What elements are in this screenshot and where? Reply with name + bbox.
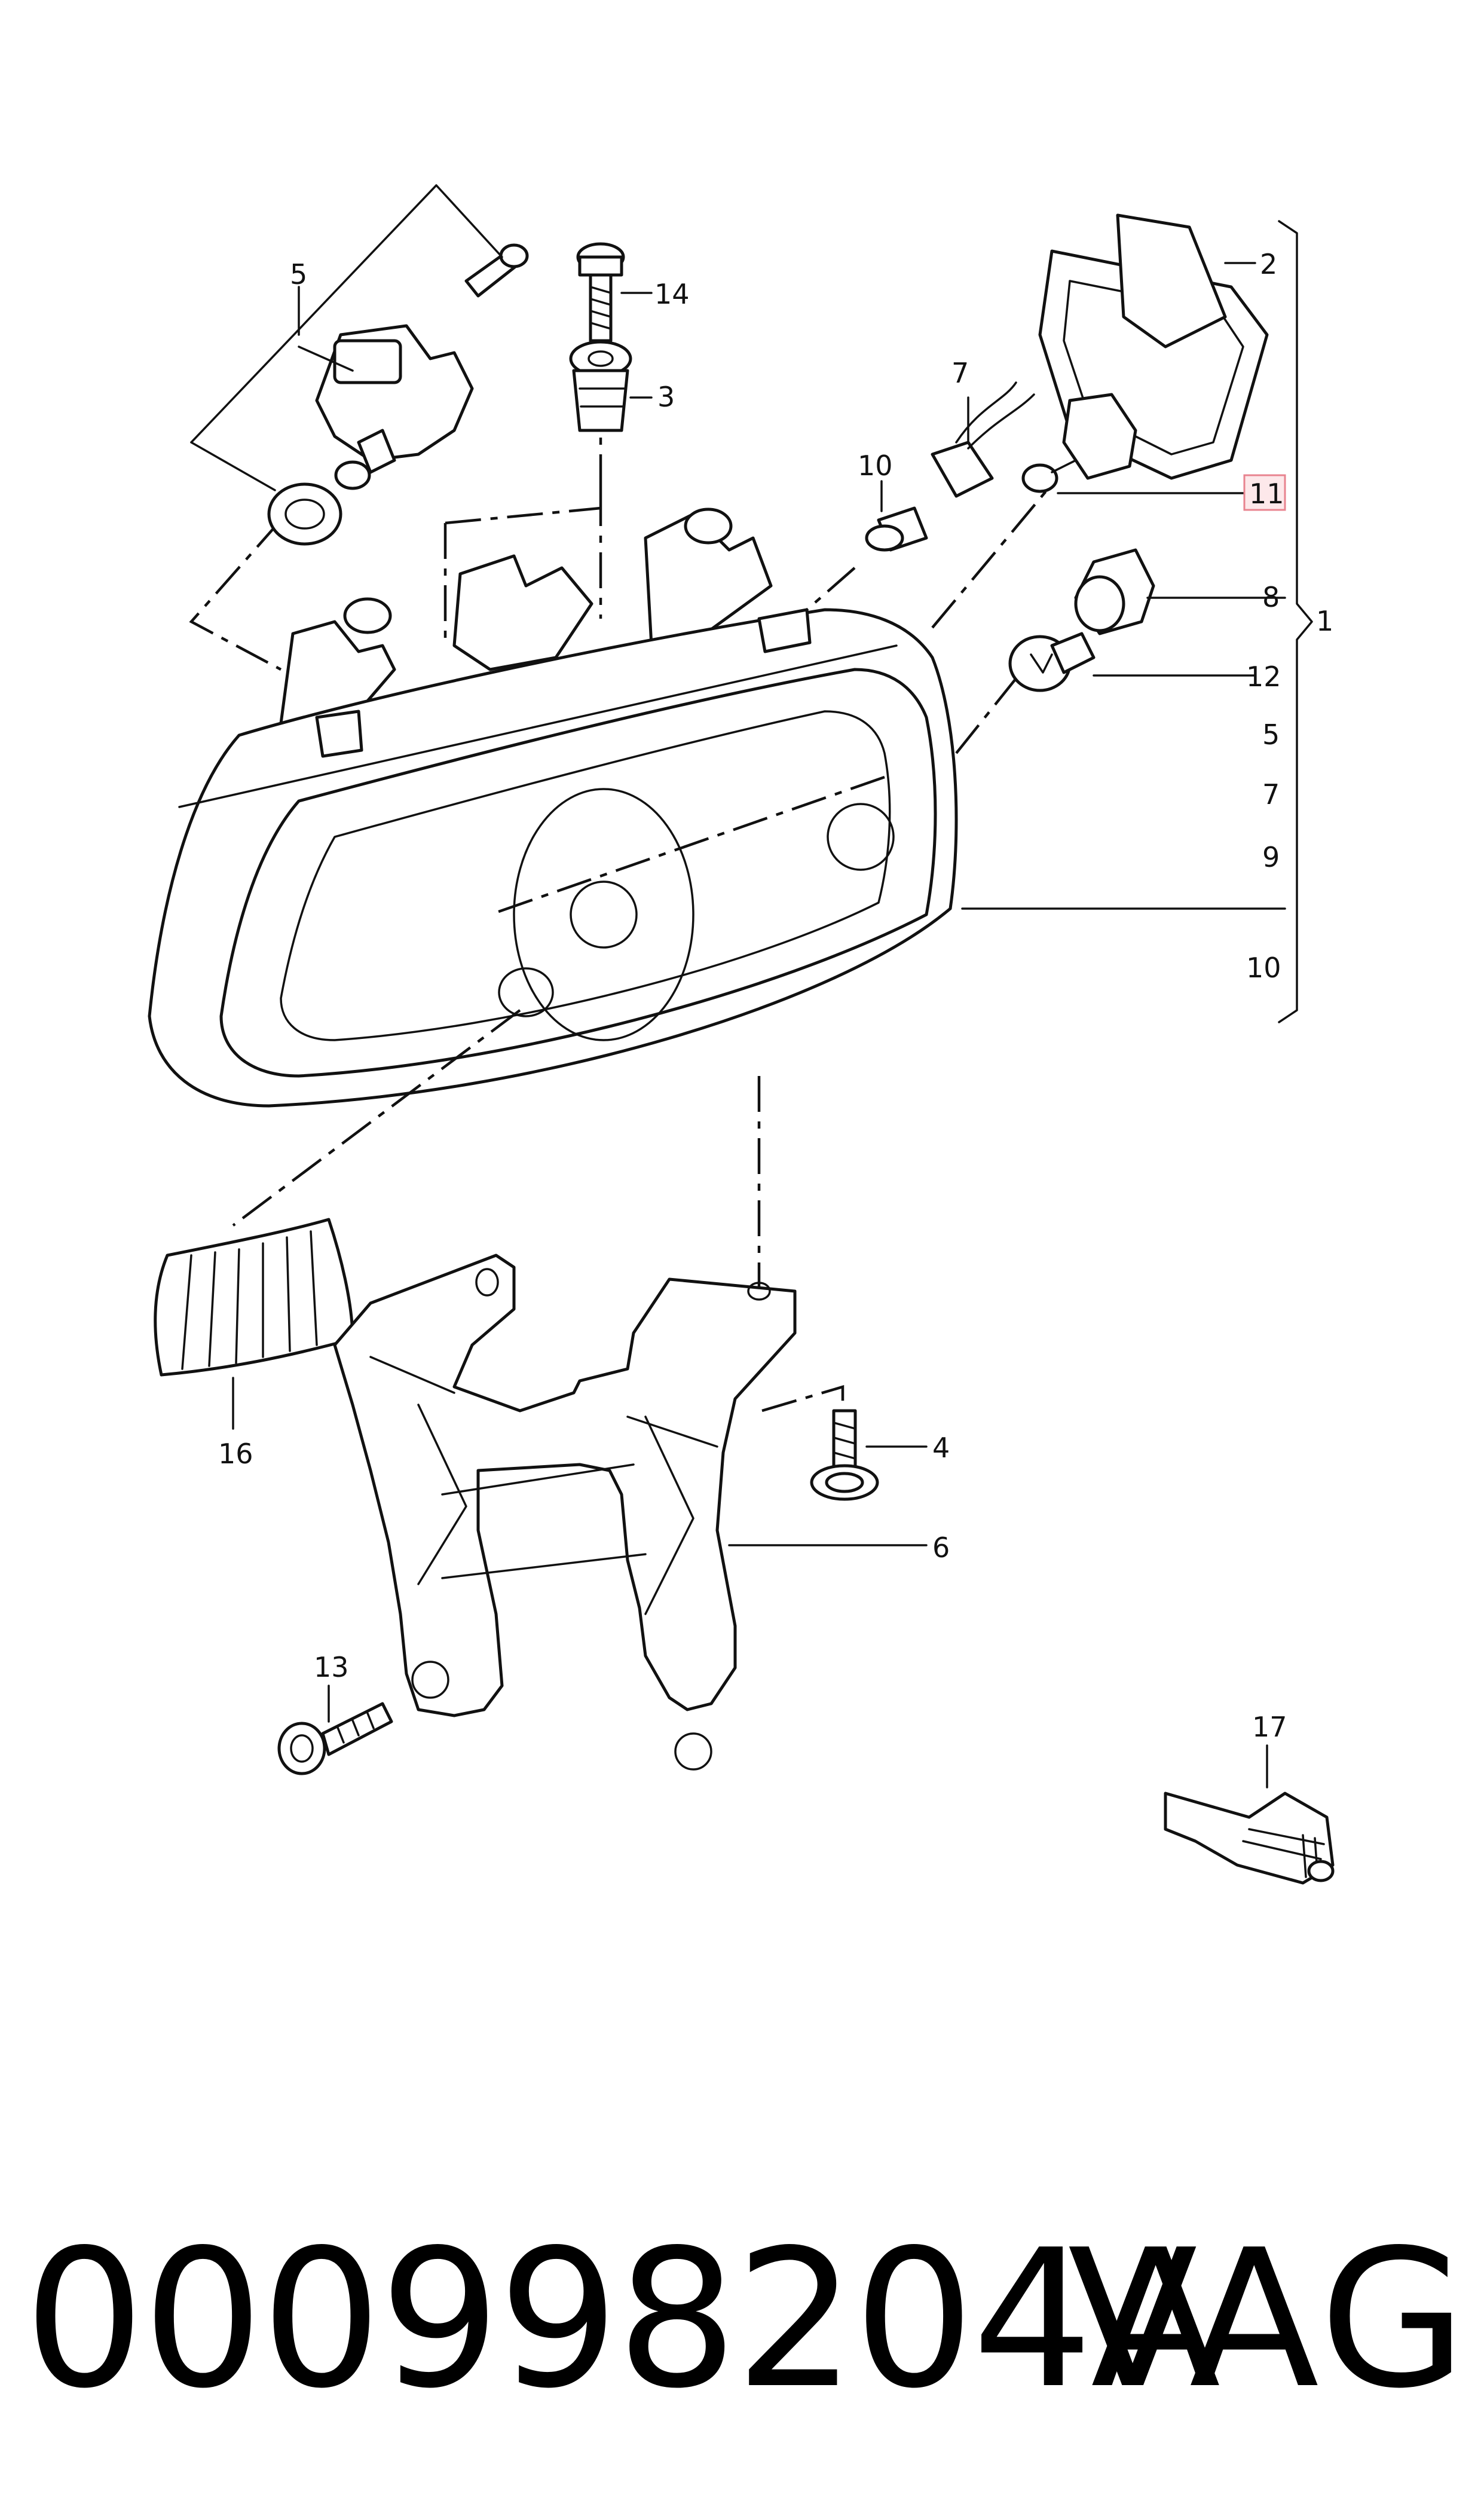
indicator-lens-16[interactable] (154, 1218, 354, 1430)
brand-name: VAG (1067, 2209, 1470, 2430)
bulb-12[interactable] (1008, 632, 1256, 692)
bulb-10[interactable] (865, 480, 928, 552)
callout-5: 5 (290, 258, 307, 291)
callout-2: 2 (1260, 248, 1277, 280)
bulb-socket-7[interactable] (931, 381, 1035, 498)
group-item-7: 7 (1262, 778, 1280, 811)
leveling-motor[interactable] (190, 184, 529, 546)
headlight-housing[interactable] (148, 508, 1286, 1108)
callout-3: 3 (657, 381, 675, 413)
bolt-4[interactable] (810, 1409, 928, 1501)
group-item-9: 9 (1262, 841, 1280, 873)
callout-14: 14 (654, 278, 690, 310)
callout-10a: 10 (858, 450, 893, 482)
callout-4: 4 (932, 1432, 950, 1464)
callout-12: 12 (1246, 661, 1281, 693)
bulb-holder-8[interactable] (1074, 548, 1286, 635)
callout-13: 13 (314, 1651, 349, 1683)
group-item-10: 10 (1246, 952, 1281, 984)
footer: 000998204A VAG (24, 2212, 1470, 2427)
screw-14[interactable] (576, 242, 653, 343)
callout-11: 11 (1249, 478, 1284, 510)
nut-3[interactable] (569, 340, 653, 432)
group-item-5: 5 (1262, 719, 1280, 751)
part-number: 000998204A (24, 2209, 1220, 2430)
callout-1: 1 (1316, 605, 1333, 637)
callout-8: 8 (1262, 581, 1280, 613)
callout-16: 16 (218, 1438, 253, 1470)
mounting-bracket-6[interactable] (333, 1254, 928, 1771)
bulb-11[interactable] (1021, 393, 1247, 494)
bolt-13[interactable] (277, 1685, 393, 1775)
callout-6: 6 (932, 1531, 950, 1564)
callout-17: 17 (1252, 1711, 1287, 1743)
callout-11-highlight (1243, 474, 1286, 511)
group-bracket (1278, 220, 1313, 1023)
connector-17[interactable] (1164, 1744, 1335, 1885)
callout-7: 7 (951, 357, 969, 389)
callout-labels: 5 14 3 2 7 10 11 8 1 12 5 7 9 10 16 4 6 … (218, 248, 1333, 1743)
